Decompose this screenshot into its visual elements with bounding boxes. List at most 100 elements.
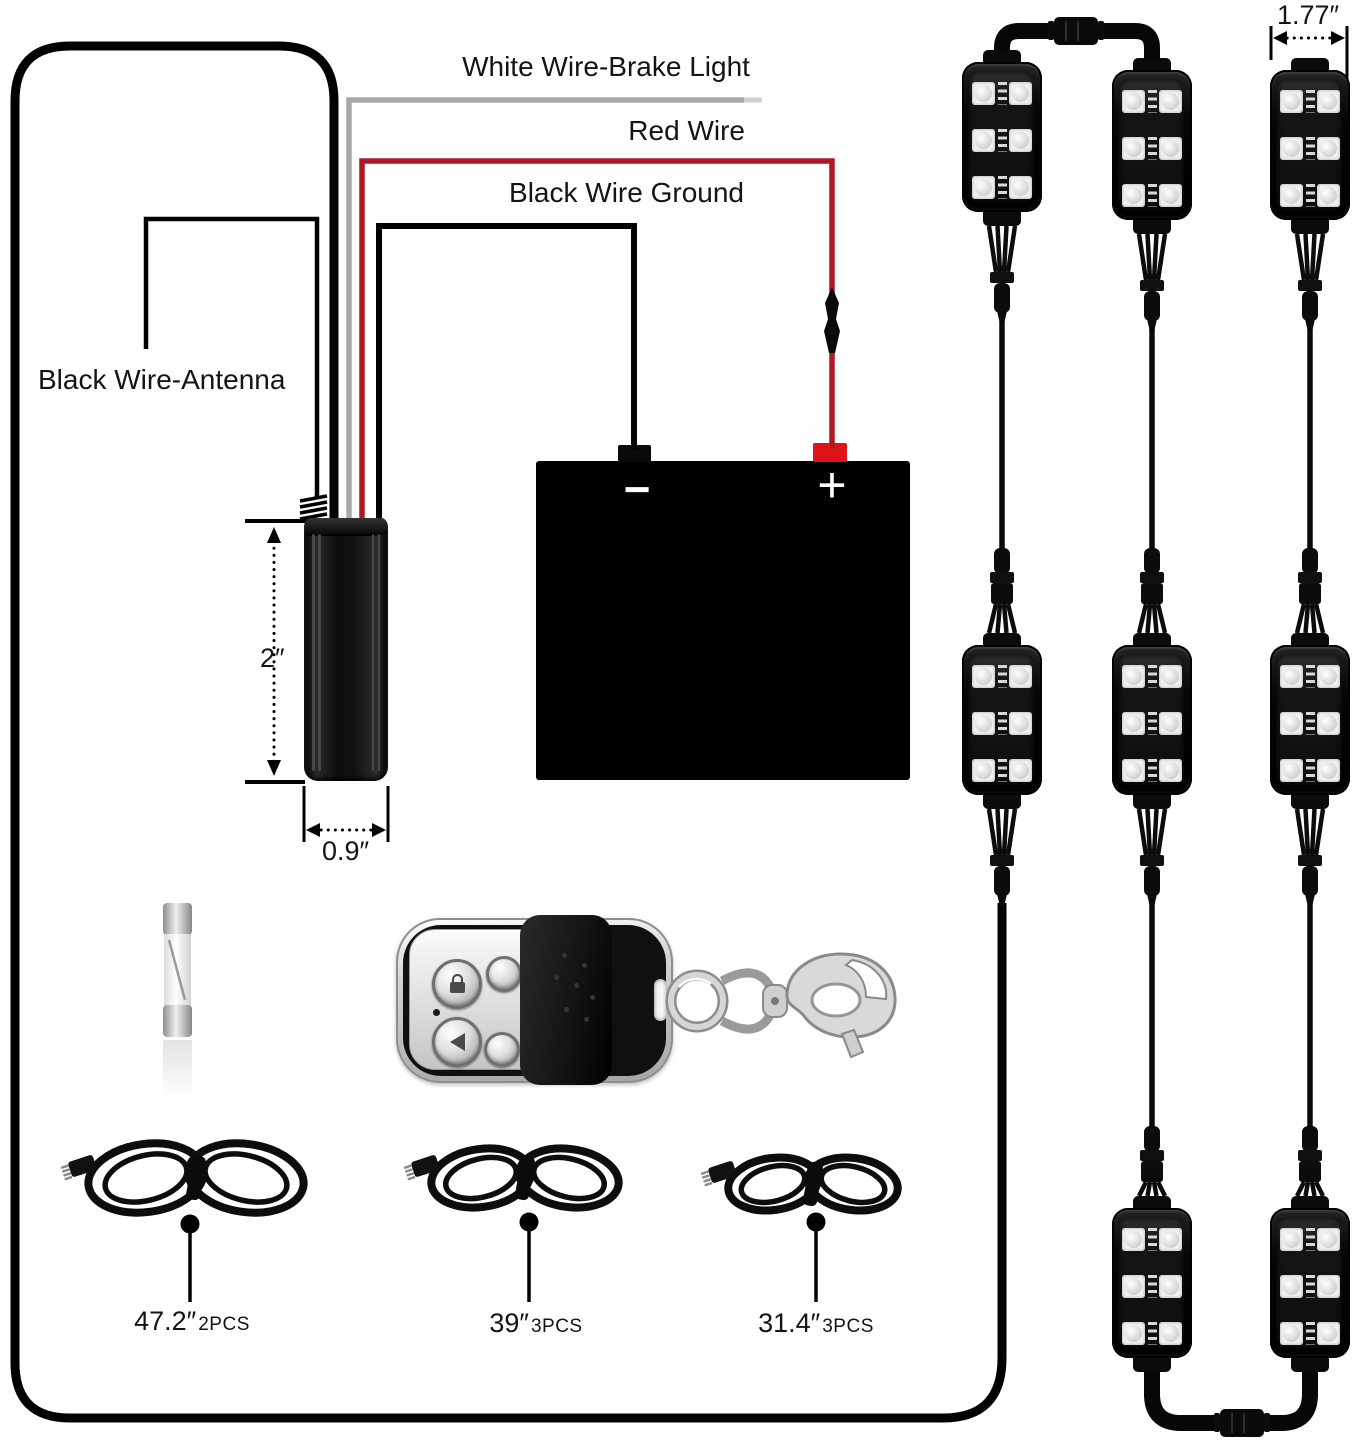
resistor-strip bbox=[1306, 90, 1315, 113]
fuse-cap-top bbox=[163, 903, 192, 935]
pod-body bbox=[1112, 70, 1192, 220]
led-chip bbox=[1280, 184, 1303, 207]
led-chip bbox=[972, 176, 995, 199]
ground-wire bbox=[376, 223, 637, 521]
battery-positive-sign: + bbox=[817, 457, 847, 513]
controller-groove bbox=[312, 534, 315, 771]
led-pod bbox=[1270, 1196, 1350, 1372]
label-cable-1: 47.2″ 2PCS bbox=[102, 1306, 282, 1337]
pod-mount-tab bbox=[1291, 795, 1329, 809]
cable-1-qty: 2PCS bbox=[198, 1314, 250, 1335]
resistor-strip bbox=[1306, 712, 1315, 735]
controller-cap bbox=[304, 518, 388, 536]
led-chip bbox=[1009, 712, 1032, 735]
resistor-strip bbox=[1306, 759, 1315, 782]
pod-mount-tab bbox=[1133, 1196, 1171, 1210]
led-chip bbox=[1280, 1228, 1303, 1251]
coiled-cable-1 bbox=[60, 1139, 308, 1217]
led-chip bbox=[1317, 665, 1340, 688]
resistor-strip bbox=[1148, 1275, 1157, 1298]
lobster-clasp-icon bbox=[785, 952, 897, 1059]
battery-positive-terminal bbox=[813, 443, 847, 462]
led-chip bbox=[1317, 759, 1340, 782]
pod-mount-tab bbox=[1291, 633, 1329, 647]
lock-icon bbox=[449, 974, 465, 993]
led-chip bbox=[1159, 184, 1182, 207]
pod-mount-tab bbox=[1291, 1196, 1329, 1210]
grip-dots bbox=[562, 953, 567, 958]
led-chip bbox=[1280, 1275, 1303, 1298]
led-chip bbox=[1009, 82, 1032, 105]
led-chip bbox=[1317, 1275, 1340, 1298]
led-chip bbox=[1122, 1322, 1145, 1345]
bottom-bridge-cable bbox=[1144, 1352, 1318, 1437]
resistor-strip bbox=[1148, 712, 1157, 735]
pod-body bbox=[1270, 70, 1350, 220]
controller-box bbox=[304, 518, 388, 781]
pod-mount-tab bbox=[983, 50, 1021, 64]
resistor-strip bbox=[998, 712, 1007, 735]
resistor-strip bbox=[998, 759, 1007, 782]
remote-button-small-bottom[interactable] bbox=[484, 1032, 520, 1067]
pod-body bbox=[962, 645, 1042, 795]
resistor-strip bbox=[998, 129, 1007, 152]
led-chip bbox=[1280, 759, 1303, 782]
resistor-strip bbox=[998, 176, 1007, 199]
pod-mount-tab bbox=[1133, 633, 1171, 647]
pod-mount-tab bbox=[1133, 220, 1171, 234]
led-pod bbox=[1270, 58, 1350, 234]
led-chip bbox=[1280, 665, 1303, 688]
led-chip bbox=[1009, 665, 1032, 688]
led-pod bbox=[1112, 58, 1192, 234]
led-chip bbox=[1122, 90, 1145, 113]
resistor-strip bbox=[998, 82, 1007, 105]
resistor-strip bbox=[1306, 184, 1315, 207]
pod-mount-tab bbox=[1133, 58, 1171, 72]
led-chip bbox=[1280, 90, 1303, 113]
led-chip bbox=[1122, 1228, 1145, 1251]
pod-mount-tab bbox=[983, 795, 1021, 809]
label-controller-height: 2″ bbox=[260, 643, 285, 673]
led-chip bbox=[1280, 137, 1303, 160]
remote-button-lock[interactable] bbox=[432, 959, 482, 1009]
pod-body bbox=[962, 62, 1042, 212]
dimension-controller-height bbox=[245, 519, 309, 784]
led-chip bbox=[1317, 90, 1340, 113]
remote-button-a[interactable] bbox=[432, 1017, 482, 1067]
pod-chain-column-3 bbox=[1294, 233, 1326, 1198]
main-harness-wire bbox=[10, 41, 1007, 1423]
led-chip bbox=[1317, 1228, 1340, 1251]
led-chip bbox=[1159, 1275, 1182, 1298]
led-chip bbox=[1159, 665, 1182, 688]
battery bbox=[536, 461, 910, 780]
led-chip bbox=[1159, 137, 1182, 160]
pod-chain-column-2 bbox=[1136, 233, 1168, 1198]
led-chip bbox=[1009, 129, 1032, 152]
led-chip bbox=[1159, 1228, 1182, 1251]
led-chip bbox=[1122, 137, 1145, 160]
led-chip bbox=[1159, 712, 1182, 735]
pod-mount-tab bbox=[983, 633, 1021, 647]
pod-mount-tab bbox=[983, 212, 1021, 226]
led-pod bbox=[1112, 1196, 1192, 1372]
resistor-strip bbox=[1306, 665, 1315, 688]
resistor-strip bbox=[1148, 90, 1157, 113]
led-chip bbox=[1122, 759, 1145, 782]
battery-negative-sign: − bbox=[623, 463, 651, 515]
top-bridge-cable bbox=[994, 17, 1160, 70]
remote-led-indicator bbox=[433, 1009, 440, 1016]
glass-fuse bbox=[163, 903, 192, 1037]
led-chip bbox=[972, 759, 995, 782]
resistor-strip bbox=[1148, 1228, 1157, 1251]
resistor-strip bbox=[1306, 1228, 1315, 1251]
cable-1-length: 47.2″ bbox=[134, 1306, 197, 1336]
resistor-strip bbox=[998, 665, 1007, 688]
resistor-strip bbox=[1148, 184, 1157, 207]
pod-body bbox=[1270, 645, 1350, 795]
label-cable-2: 39″ 3PCS bbox=[446, 1308, 626, 1339]
remote-keyring-slot bbox=[654, 979, 667, 1021]
dimension-controller-width bbox=[302, 786, 390, 842]
led-chip bbox=[1122, 184, 1145, 207]
cable-2-length: 39″ bbox=[489, 1308, 529, 1338]
